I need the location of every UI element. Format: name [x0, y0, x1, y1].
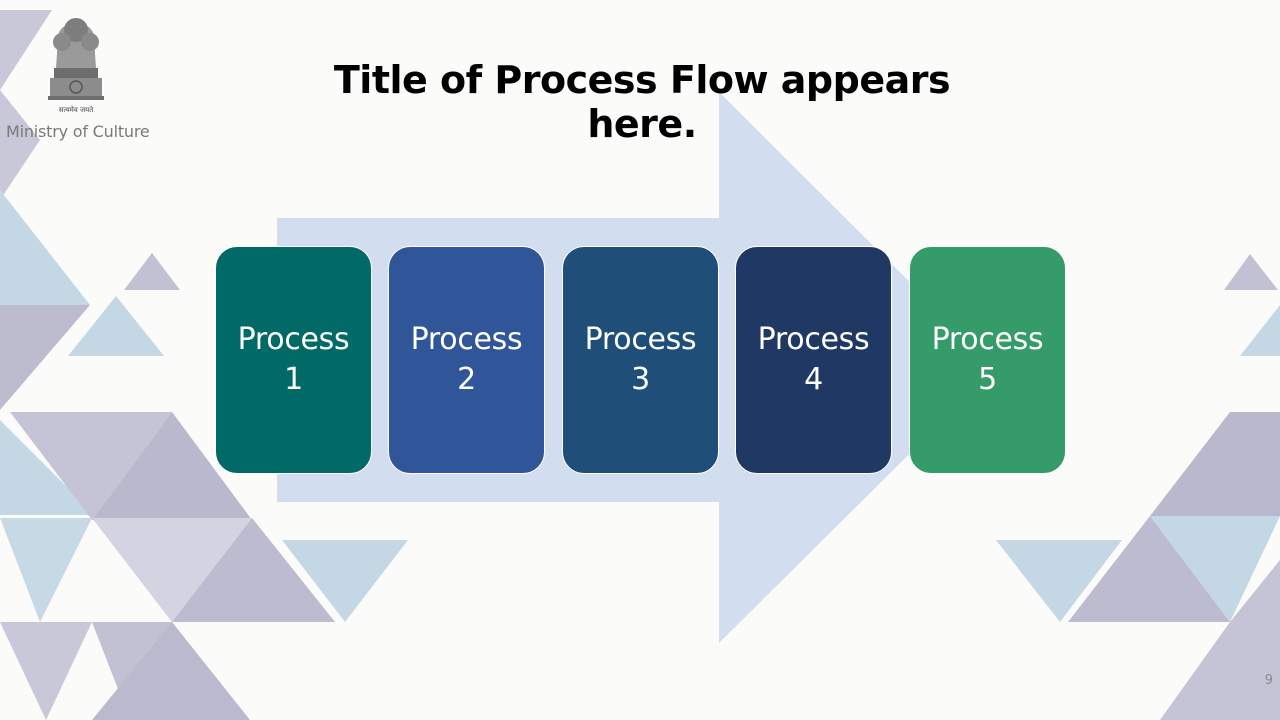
process-step-4: Process 4 [735, 246, 892, 474]
process-step-1: Process 1 [215, 246, 372, 474]
process-step-label: Process 2 [410, 322, 523, 397]
page-title: Title of Process Flow appears here. [333, 58, 951, 146]
emblem-motto: सत्यमेव जयते [59, 105, 94, 114]
ministry-label: Ministry of Culture [6, 122, 150, 141]
process-step-3: Process 3 [562, 246, 719, 474]
process-step-label: Process 4 [757, 322, 870, 397]
process-step-label: Process 5 [931, 322, 1044, 397]
national-emblem-icon: सत्यमेव जयते [48, 18, 104, 114]
process-step-label: Process 1 [237, 322, 350, 397]
process-step-2: Process 2 [388, 246, 545, 474]
process-step-label: Process 3 [584, 322, 697, 397]
page-number: 9 [1264, 673, 1273, 688]
process-step-5: Process 5 [909, 246, 1066, 474]
